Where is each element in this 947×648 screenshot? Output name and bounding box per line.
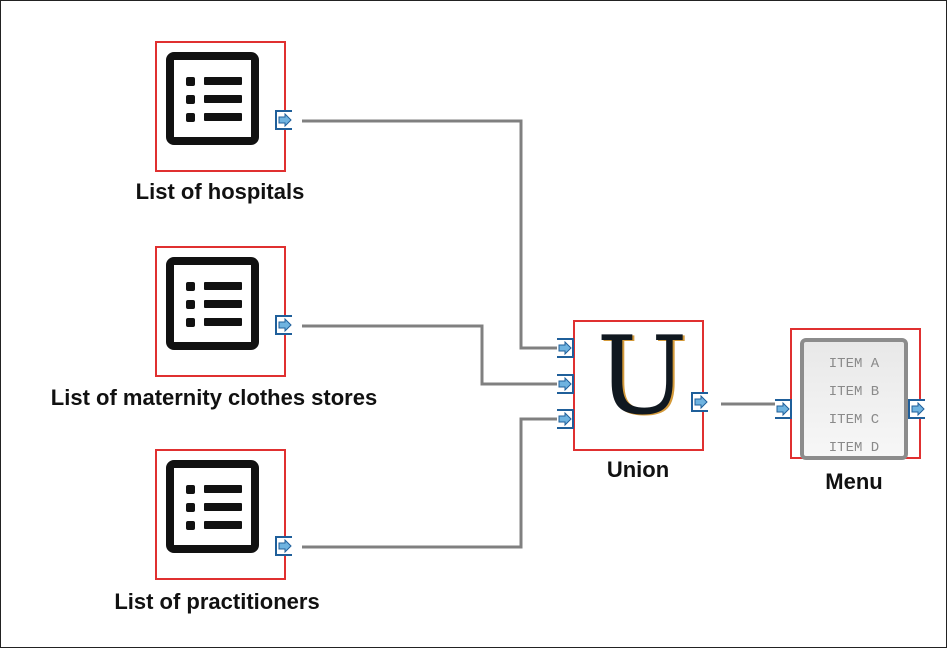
menu-item-a: ITEM A [828, 356, 880, 372]
list-icon [166, 52, 259, 145]
list-icon [166, 460, 259, 553]
arrow-right-icon [278, 318, 292, 332]
maternity-output-port[interactable] [275, 315, 292, 335]
practitioners-list-node[interactable] [155, 449, 286, 580]
arrow-right-icon [278, 113, 292, 127]
menu-item-d: ITEM D [828, 440, 880, 456]
union-input-port-2[interactable] [557, 374, 574, 394]
practitioners-label: List of practitioners [114, 589, 320, 614]
arrow-right-icon [776, 402, 790, 416]
arrow-right-icon [558, 412, 572, 426]
hospitals-label: List of hospitals [135, 179, 305, 204]
arrow-right-icon [558, 341, 572, 355]
practitioners-output-port[interactable] [275, 536, 292, 556]
arrow-right-icon [278, 539, 292, 553]
wire-hospitals-union [302, 119, 559, 350]
union-label: Union [606, 457, 670, 482]
hospitals-list-node[interactable] [155, 41, 286, 172]
hospitals-output-port[interactable] [275, 110, 292, 130]
list-icon [166, 257, 259, 350]
arrow-right-icon [911, 402, 925, 416]
wire-maternity-union [302, 324, 559, 386]
arrow-right-icon [558, 377, 572, 391]
menu-label: Menu [825, 469, 883, 494]
menu-output-port[interactable] [908, 399, 925, 419]
union-symbol-icon: U [596, 314, 688, 439]
menu-item-b: ITEM B [828, 384, 880, 400]
maternity-stores-list-node[interactable] [155, 246, 286, 377]
menu-icon: ITEM A ITEM B ITEM C ITEM D [800, 338, 908, 460]
arrow-right-icon [694, 395, 708, 409]
menu-item-c: ITEM C [828, 412, 880, 428]
union-node[interactable]: U [573, 314, 704, 451]
union-output-port[interactable] [691, 392, 708, 412]
maternity-stores-label: List of maternity clothes stores [50, 385, 378, 410]
union-input-port-3[interactable] [557, 409, 574, 429]
menu-input-port[interactable] [775, 399, 792, 419]
menu-node[interactable]: ITEM A ITEM B ITEM C ITEM D [790, 328, 921, 460]
wire-practitioners-union [302, 417, 559, 549]
union-input-port-1[interactable] [557, 338, 574, 358]
